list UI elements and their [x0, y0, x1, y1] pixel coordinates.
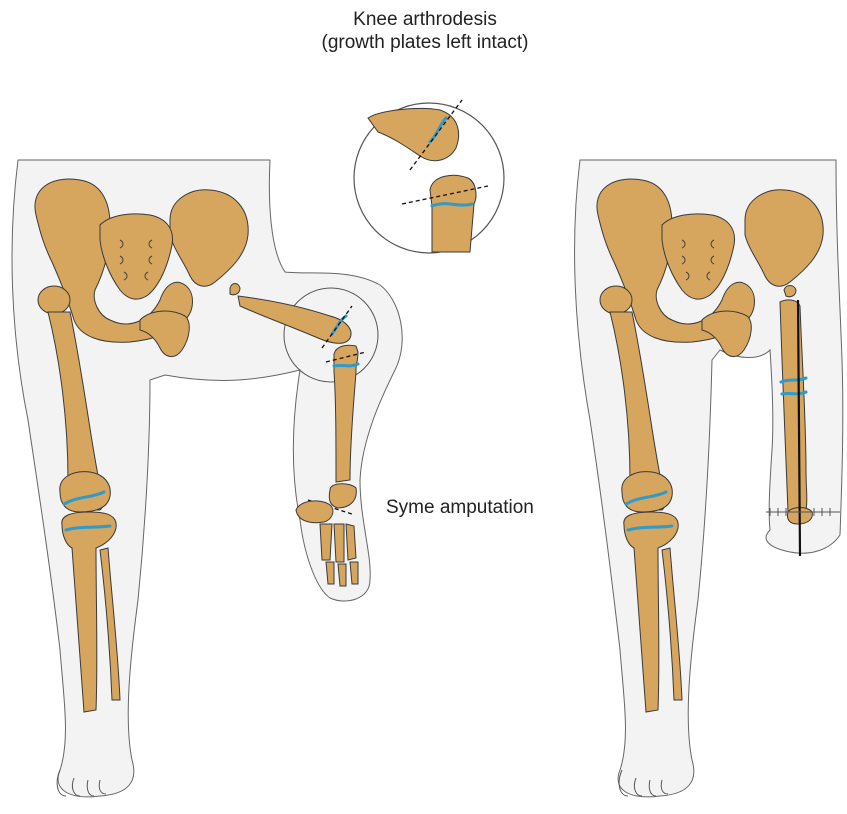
knee-highlight-circle [283, 287, 379, 383]
right-standing-leg [599, 285, 683, 797]
growth-plate [624, 490, 668, 506]
growth-plate [62, 490, 106, 506]
inset-tibia-cut-line [401, 185, 489, 205]
right-pelvis [596, 178, 824, 357]
syme-amputation-label: Syme amputation [386, 497, 534, 518]
left-bent-leg [229, 283, 367, 587]
left-pelvis [34, 178, 249, 357]
figure-title: Knee arthrodesis (growth plates left int… [280, 8, 570, 54]
femur-cut-line [321, 305, 353, 349]
left-figure [11, 159, 403, 798]
growth-plate [332, 362, 360, 368]
right-fused-leg [766, 285, 840, 557]
growth-plate [780, 390, 808, 396]
inset-femur-cut-line [409, 99, 463, 171]
knee-inset [353, 99, 505, 254]
right-figure [574, 159, 844, 798]
growth-plate [430, 202, 474, 208]
intramedullary-rod [796, 299, 802, 557]
title-line-1: Knee arthrodesis [353, 9, 497, 30]
title-line-2: (growth plates left intact) [321, 32, 529, 53]
growth-plate [779, 376, 808, 384]
growth-plate [626, 524, 674, 532]
left-standing-leg [37, 285, 121, 797]
growth-plate [64, 524, 112, 532]
